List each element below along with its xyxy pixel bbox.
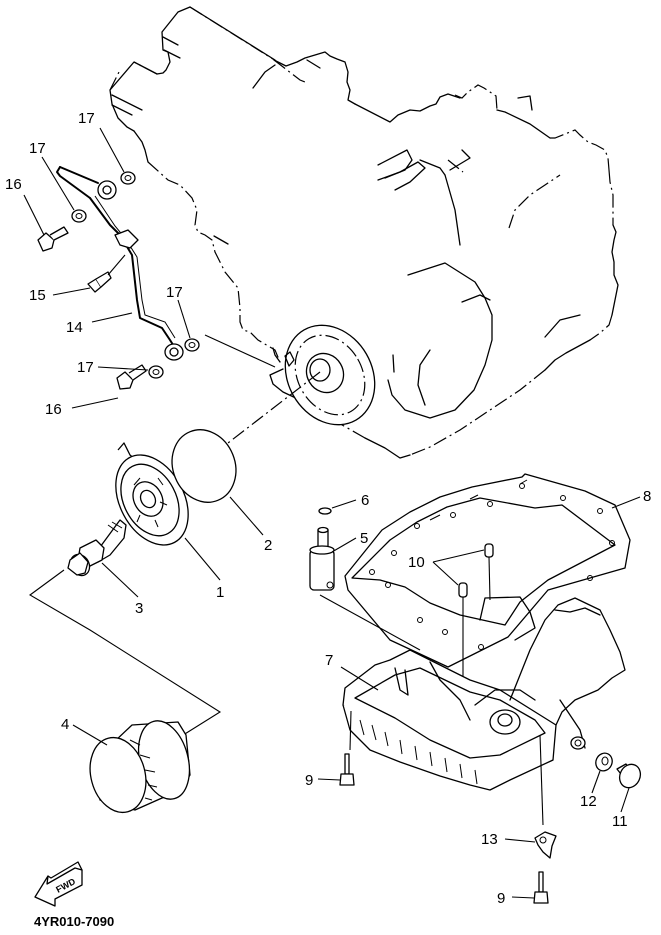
callout-4: 4 bbox=[61, 716, 69, 733]
clamp bbox=[504, 831, 557, 859]
union-bolt-lower bbox=[71, 364, 147, 409]
callout-14: 14 bbox=[66, 319, 83, 336]
washer-upper-left bbox=[71, 209, 87, 223]
callout-10: 10 bbox=[408, 554, 425, 571]
callout-17-lower-right: 17 bbox=[166, 284, 183, 301]
callout-1: 1 bbox=[216, 584, 224, 601]
assembly-bracket bbox=[28, 569, 222, 738]
filter-mount-boss bbox=[204, 324, 376, 444]
callout-7: 7 bbox=[325, 652, 333, 669]
sealing-washers bbox=[41, 127, 200, 379]
forward-direction-arrow: FWD bbox=[34, 861, 83, 907]
callout-17-lower-left: 17 bbox=[77, 359, 94, 376]
callout-9-left: 9 bbox=[305, 772, 313, 789]
engine-crankcase bbox=[109, 6, 619, 459]
o-ring-large bbox=[171, 429, 264, 536]
callout-5: 5 bbox=[360, 530, 368, 547]
callout-2: 2 bbox=[264, 537, 272, 554]
callout-11: 11 bbox=[612, 813, 628, 830]
oil-filter-housing bbox=[115, 442, 221, 581]
oil-filter-cartridge bbox=[72, 720, 191, 814]
callout-13: 13 bbox=[481, 831, 498, 848]
oil-pan bbox=[340, 596, 626, 826]
callout-16-upper: 16 bbox=[5, 176, 22, 193]
callout-17-upper-left: 17 bbox=[29, 140, 46, 157]
callout-9-bottom: 9 bbox=[497, 890, 505, 907]
pipe-bolt bbox=[52, 254, 126, 296]
washer-upper-right bbox=[120, 171, 136, 185]
callout-12: 12 bbox=[580, 793, 597, 810]
oil-pan-gasket bbox=[344, 473, 641, 668]
callout-labels: 1 2 3 4 5 6 7 8 9 9 10 11 12 13 14 15 16… bbox=[5, 110, 651, 907]
washer-lower-right bbox=[184, 338, 200, 352]
callout-15: 15 bbox=[29, 287, 46, 304]
drain-gasket bbox=[591, 752, 613, 794]
bolt-oil-pan-bottom bbox=[511, 871, 549, 904]
diagram-code: 4YR010-7090 bbox=[34, 914, 114, 929]
callout-8: 8 bbox=[643, 488, 651, 505]
callout-6: 6 bbox=[361, 492, 369, 509]
washer-lower-left bbox=[148, 365, 164, 379]
o-ring-small bbox=[318, 507, 332, 515]
oil-delivery-pipe bbox=[56, 166, 184, 361]
callout-16-lower: 16 bbox=[45, 401, 62, 418]
callout-3: 3 bbox=[135, 600, 143, 617]
callout-17-upper-right: 17 bbox=[78, 110, 95, 127]
drain-plug bbox=[616, 763, 642, 813]
bolt-oil-pan-left bbox=[317, 753, 355, 786]
union-bolt-upper bbox=[23, 194, 69, 252]
oil-pipe-fitting bbox=[309, 499, 421, 651]
union-bolt bbox=[67, 519, 139, 598]
